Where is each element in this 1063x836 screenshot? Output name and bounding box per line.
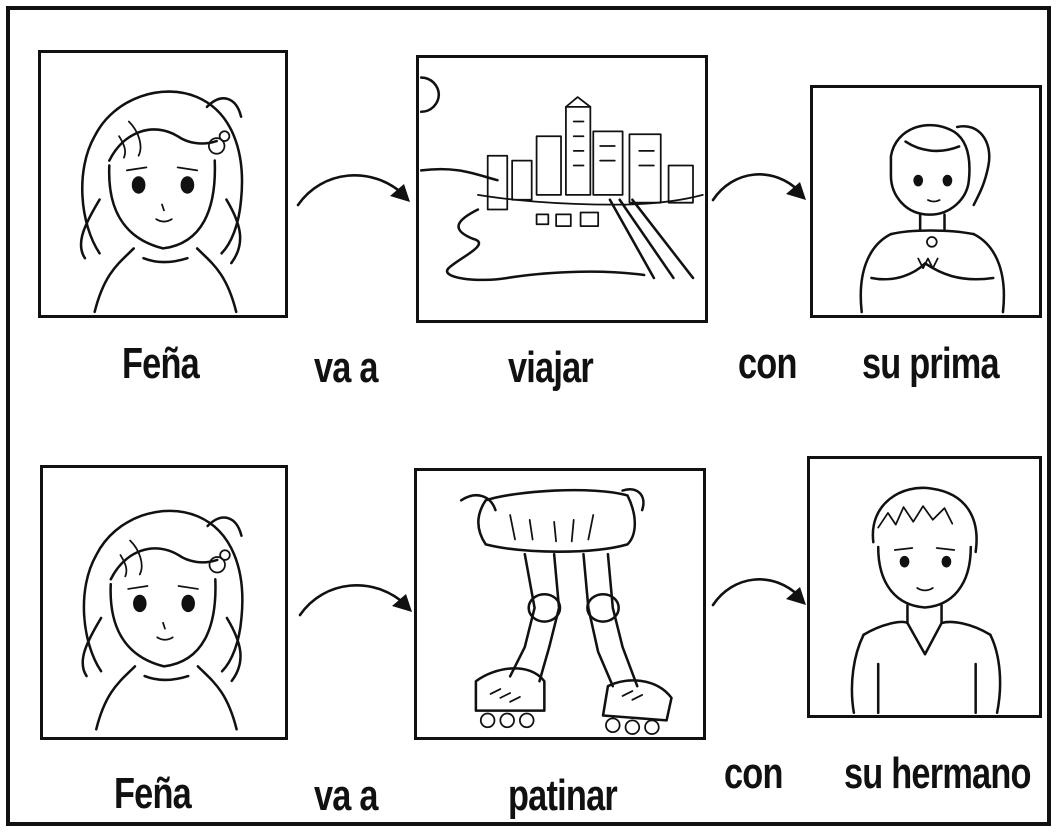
connector-label-row2: con	[724, 749, 783, 798]
picture-city-row1	[416, 55, 708, 323]
subject-label-row2: Feña	[114, 769, 192, 818]
picture-brother-row2	[807, 456, 1042, 718]
companion-label-row2: su hermano	[844, 749, 1032, 798]
worksheet: Feña va a viajar con su prima	[6, 6, 1051, 826]
verb-label-row1: va a	[314, 343, 378, 392]
activity-label-row2: patinar	[508, 771, 618, 820]
city-skyline-drawing	[419, 76, 704, 282]
picture-cousin-row1	[810, 85, 1042, 318]
connector-label-row1: con	[738, 339, 797, 388]
arrow-icon	[711, 173, 806, 202]
girl-with-ponytail-drawing	[859, 123, 1006, 314]
subject-label-row1: Feña	[122, 339, 200, 388]
girl-portrait-drawing	[81, 509, 244, 731]
roller-skates-drawing	[459, 488, 673, 735]
girl-portrait-drawing	[79, 90, 244, 314]
picture-girl-row2	[40, 465, 288, 740]
picture-girl-row1	[38, 50, 288, 318]
companion-label-row1: su prima	[862, 339, 1000, 388]
picture-skates-row2	[414, 468, 706, 740]
arrow-icon	[296, 174, 410, 207]
activity-label-row1: viajar	[508, 343, 594, 392]
arrow-icon	[298, 584, 412, 617]
arrow-icon	[711, 578, 806, 607]
boy-portrait-drawing	[850, 486, 1002, 714]
verb-label-row2: va a	[314, 771, 378, 820]
